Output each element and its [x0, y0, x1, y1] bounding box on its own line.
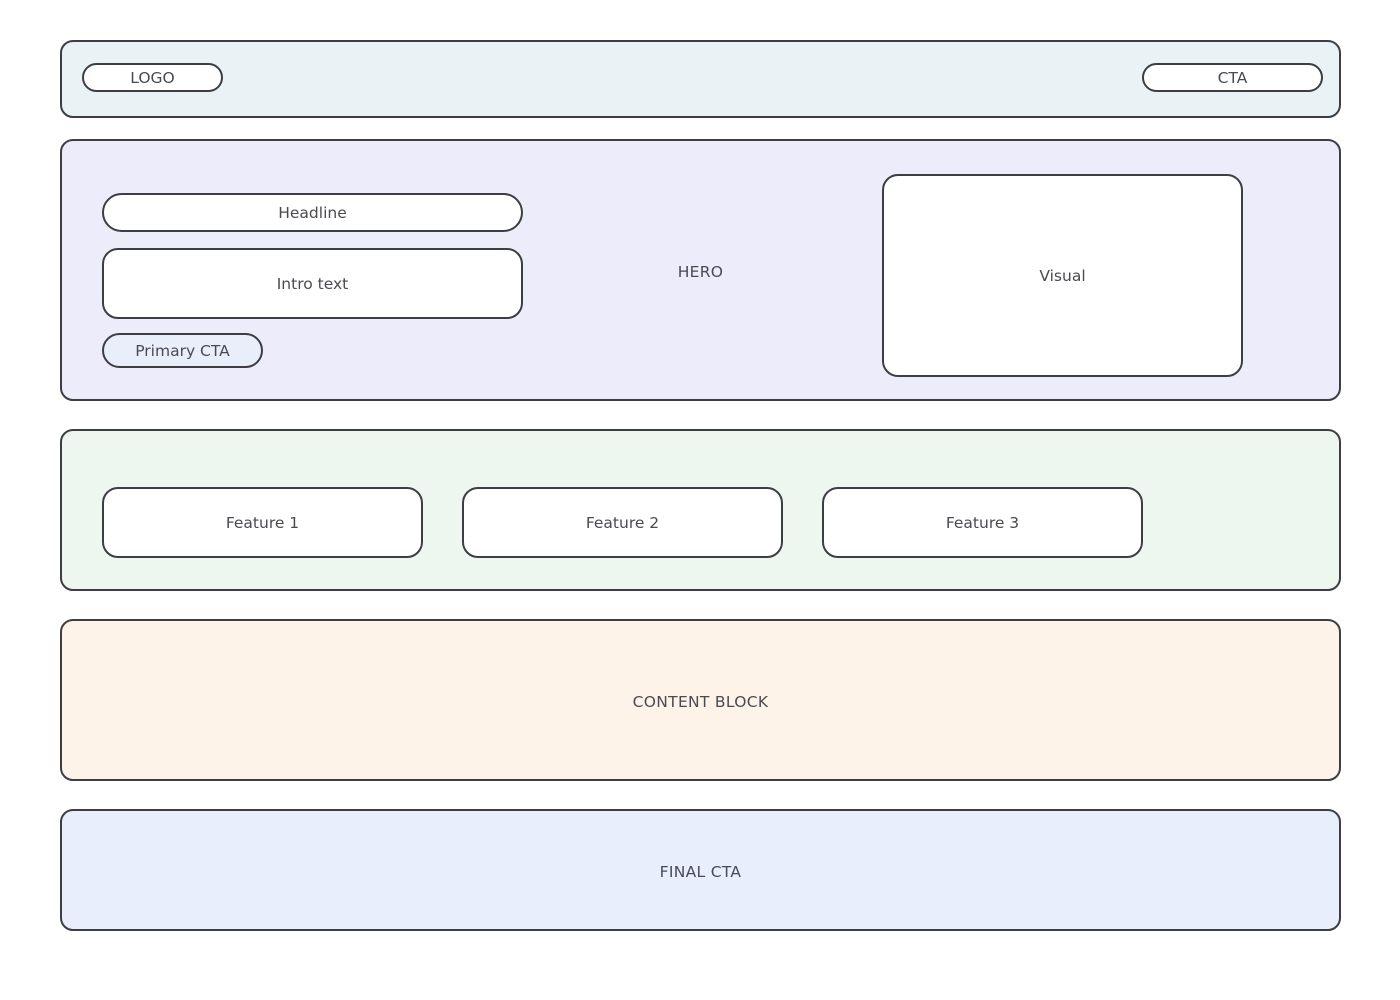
- feature-card[interactable]: Feature 2: [462, 487, 783, 558]
- logo-button[interactable]: LOGO: [82, 63, 223, 92]
- header-section: LOGO CTA: [60, 40, 1341, 118]
- feature-card-label: Feature 1: [225, 513, 300, 532]
- hero-section: HERO Headline Intro text Primary CTA Vis…: [60, 139, 1341, 401]
- hero-intro-label: Intro text: [276, 274, 349, 293]
- feature-card-label: Feature 3: [945, 513, 1020, 532]
- hero-primary-cta-label: Primary CTA: [135, 341, 230, 360]
- final-cta-section[interactable]: FINAL CTA: [60, 809, 1341, 931]
- content-block-section: CONTENT BLOCK: [60, 619, 1341, 781]
- hero-visual-placeholder: Visual: [882, 174, 1243, 377]
- hero-headline-label: Headline: [278, 203, 347, 222]
- final-cta-label: FINAL CTA: [659, 863, 742, 881]
- hero-headline-placeholder: Headline: [102, 193, 523, 232]
- header-cta-label: CTA: [1217, 68, 1248, 87]
- hero-visual-label: Visual: [1039, 266, 1086, 285]
- features-section: Feature 1 Feature 2 Feature 3: [60, 429, 1341, 591]
- content-block-label: CONTENT BLOCK: [632, 693, 769, 711]
- hero-primary-cta-button[interactable]: Primary CTA: [102, 333, 263, 368]
- feature-card-label: Feature 2: [585, 513, 660, 532]
- header-cta-button[interactable]: CTA: [1142, 63, 1323, 92]
- feature-card[interactable]: Feature 1: [102, 487, 423, 558]
- hero-intro-placeholder: Intro text: [102, 248, 523, 319]
- feature-card[interactable]: Feature 3: [822, 487, 1143, 558]
- logo-label: LOGO: [130, 68, 175, 87]
